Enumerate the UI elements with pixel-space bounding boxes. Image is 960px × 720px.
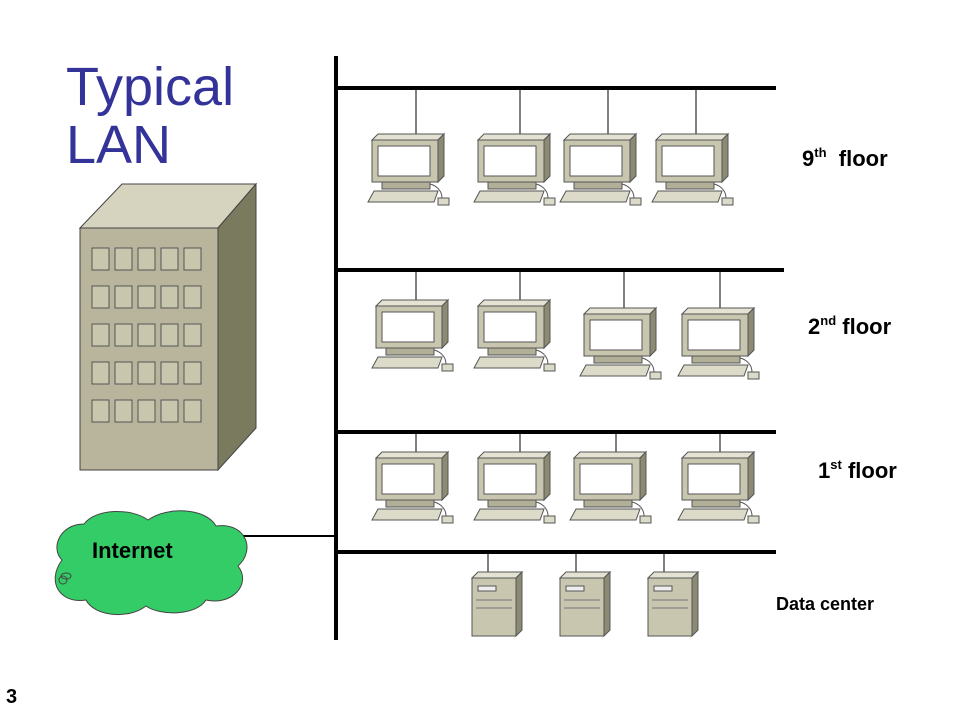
server-icon [471, 571, 523, 637]
building-window [114, 399, 133, 423]
building-window [91, 361, 110, 385]
internet-label: Internet [92, 538, 173, 563]
building-window [160, 361, 179, 385]
floor-number: 1 [818, 458, 831, 483]
computer-icon [677, 307, 760, 380]
internet-cloud [54, 510, 248, 616]
computer-icon [559, 133, 642, 206]
computer-icon [579, 307, 662, 380]
floor-label-2: 2nd floor [808, 314, 891, 340]
building-window [137, 285, 156, 309]
building-window [114, 285, 133, 309]
floor-suffix: st [830, 457, 842, 472]
computer-icon [677, 451, 760, 524]
floor-suffix: th [814, 145, 827, 160]
building-window [160, 399, 179, 423]
computer-icon [371, 451, 454, 524]
computer-icon [473, 451, 556, 524]
building-window [183, 247, 202, 271]
floor-label-1: 1st floor [818, 458, 897, 484]
building-window [160, 247, 179, 271]
building-window [137, 247, 156, 271]
building-window [137, 323, 156, 347]
building-window [91, 323, 110, 347]
computer-icon [371, 299, 454, 372]
building-window [91, 285, 110, 309]
computer-icon [569, 451, 652, 524]
floor-word: floor [838, 146, 888, 171]
building-window [183, 323, 202, 347]
floor-word: floor [842, 314, 892, 339]
building-window [137, 399, 156, 423]
building-window [183, 361, 202, 385]
floor-suffix: nd [820, 313, 837, 328]
building-icon [78, 182, 258, 472]
building-window [114, 247, 133, 271]
computer-icon [367, 133, 450, 206]
floor-number: 2 [808, 314, 821, 339]
building-window [91, 247, 110, 271]
building-window [91, 399, 110, 423]
server-icon [559, 571, 611, 637]
server-icon [647, 571, 699, 637]
slide-number: 3 [6, 686, 18, 708]
building-window [114, 323, 133, 347]
computer-icon [473, 299, 556, 372]
building-window [114, 361, 133, 385]
building-window [137, 361, 156, 385]
floor-word: floor [847, 458, 897, 483]
building-window [183, 399, 202, 423]
title-line-2: LAN [66, 115, 172, 175]
computer-icon [651, 133, 734, 206]
computer-icon [473, 133, 556, 206]
building-window [160, 285, 179, 309]
floor-number: 9 [802, 146, 815, 171]
data-center-label: Data center [776, 594, 875, 614]
title-line-1: Typical [66, 57, 235, 117]
building-window [183, 285, 202, 309]
floor-label-9: 9th floor [802, 146, 888, 172]
slide-title: Typical LAN [66, 58, 306, 174]
building-window [160, 323, 179, 347]
